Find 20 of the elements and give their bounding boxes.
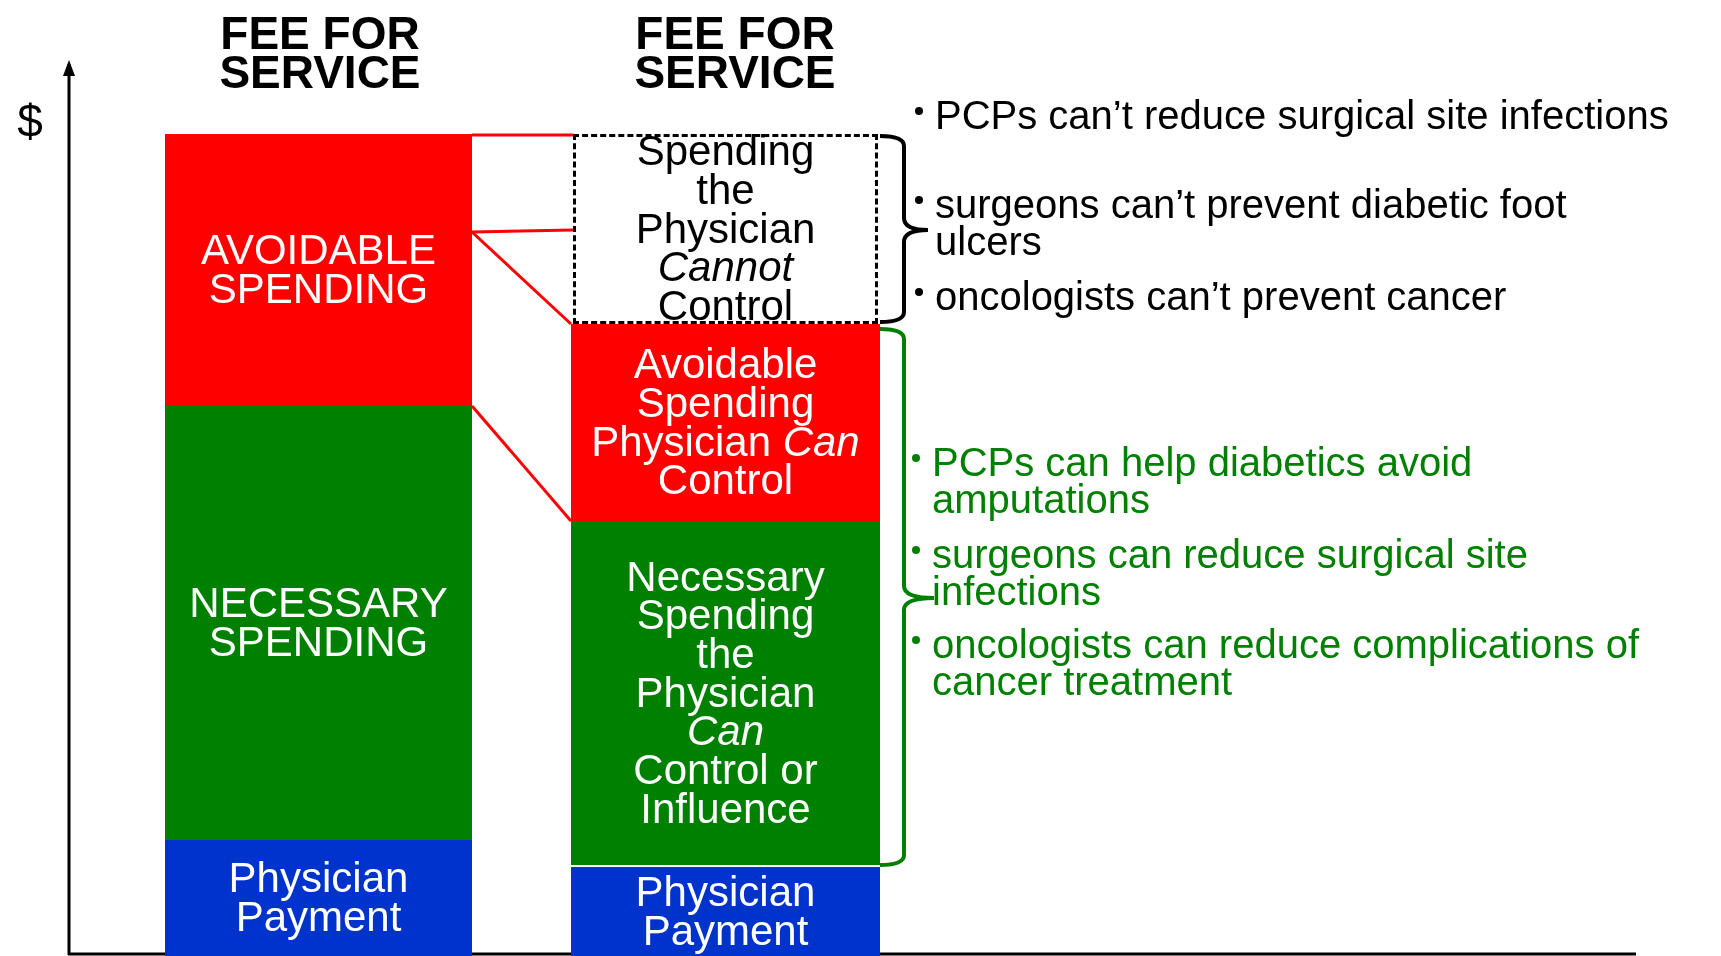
bullet-text: surgeons can’t prevent diabetic foot ulcers xyxy=(935,186,1568,260)
bar-label: Avoidable Spending Physician Can Control xyxy=(590,345,861,500)
physician-payment-bar xyxy=(571,867,880,956)
bar-label: NECESSARY SPENDING xyxy=(188,584,449,662)
bullet-text: oncologists can reduce complications of cancer treatment xyxy=(932,626,1641,700)
bar-label: Necessary Spending the Physician Can Control or Influence xyxy=(626,557,825,829)
bullet-text: surgeons can reduce surgical site infections xyxy=(932,536,1529,610)
necessary-spending-bar xyxy=(571,521,880,865)
avoidable-spending-bar xyxy=(165,134,472,406)
projection-line xyxy=(472,133,573,137)
bar-label: AVOIDABLE SPENDING xyxy=(200,231,437,309)
projection-line xyxy=(471,228,574,234)
bar-label: Spending the Physician Cannot Control xyxy=(635,132,816,326)
column-heading: FEE FOR SERVICE xyxy=(218,14,422,93)
avoidable-spending-bar xyxy=(571,324,880,521)
column-heading: FEE FOR SERVICE xyxy=(633,14,837,93)
uncontrollable-spending-box xyxy=(573,134,878,324)
physician-payment-bar xyxy=(165,840,472,956)
necessary-spending-bar xyxy=(165,406,472,840)
axis-label: $ xyxy=(16,100,44,143)
